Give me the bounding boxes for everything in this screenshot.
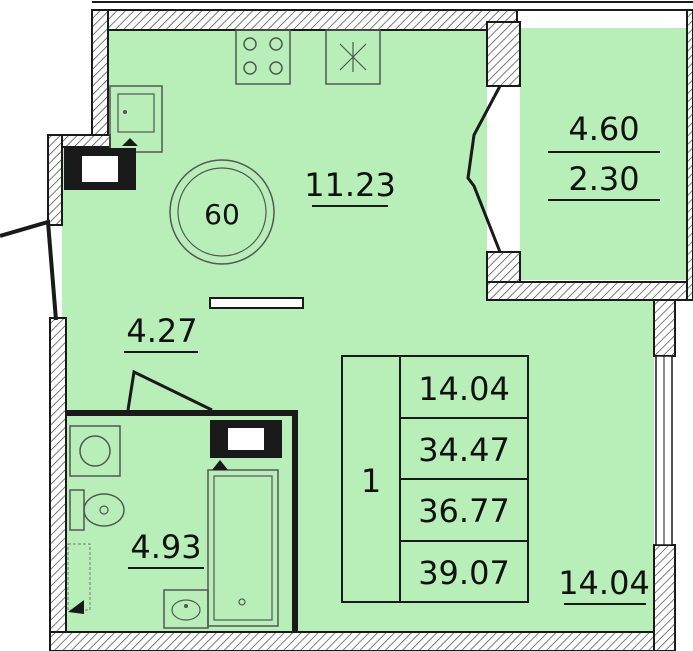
floor-areas (62, 28, 687, 632)
apartment-floor (62, 28, 654, 632)
living-area-value: 14.04 (418, 370, 510, 408)
washing-machine-icon (69, 425, 121, 477)
wall-top (91, 9, 518, 31)
partition-wall (209, 297, 304, 309)
main-room-area-label: 14.04 (558, 564, 650, 602)
bathtub-icon (207, 469, 279, 627)
stove-icon (235, 29, 291, 85)
radiator-icon (210, 420, 282, 470)
dining-table: 60 (169, 159, 275, 265)
wall-left-upper (91, 9, 109, 139)
toilet-icon (69, 489, 125, 531)
area-summary-table: 1 14.04 34.47 36.77 39.07 (341, 355, 529, 603)
balcony-floor (520, 28, 687, 280)
wall-bathroom-top (66, 410, 298, 416)
wall-bathroom-right (292, 410, 298, 632)
drain-marker (68, 600, 84, 614)
dining-table-label: 60 (204, 198, 240, 231)
radiator-icon (64, 138, 138, 190)
wall-balcony-upper (486, 21, 521, 87)
balcony-area-label: 4.60 (568, 110, 639, 148)
hallway-area-label: 4.27 (126, 312, 197, 350)
kitchen-area-label: 11.23 (304, 166, 396, 204)
balcony-door-swing (466, 85, 502, 253)
total-area-value: 34.47 (418, 431, 510, 469)
total-with-half-balcony-value: 36.77 (418, 492, 510, 530)
wall-bottom (49, 631, 676, 651)
walls (47, 1, 693, 651)
shower-tray (67, 543, 91, 611)
wall-left-lower (49, 317, 67, 651)
wall-right-upper (653, 299, 676, 357)
wall-right-lower (653, 544, 676, 651)
balcony-reduced-area-label: 2.30 (568, 160, 639, 198)
wall-balcony-outer (686, 9, 693, 301)
total-with-balcony-value: 39.07 (418, 554, 510, 592)
sink-icon (325, 29, 381, 85)
rooms-count: 1 (361, 462, 381, 500)
bathroom-door (126, 369, 213, 412)
entrance-door (0, 219, 58, 321)
bathroom-area-label: 4.93 (130, 528, 201, 566)
